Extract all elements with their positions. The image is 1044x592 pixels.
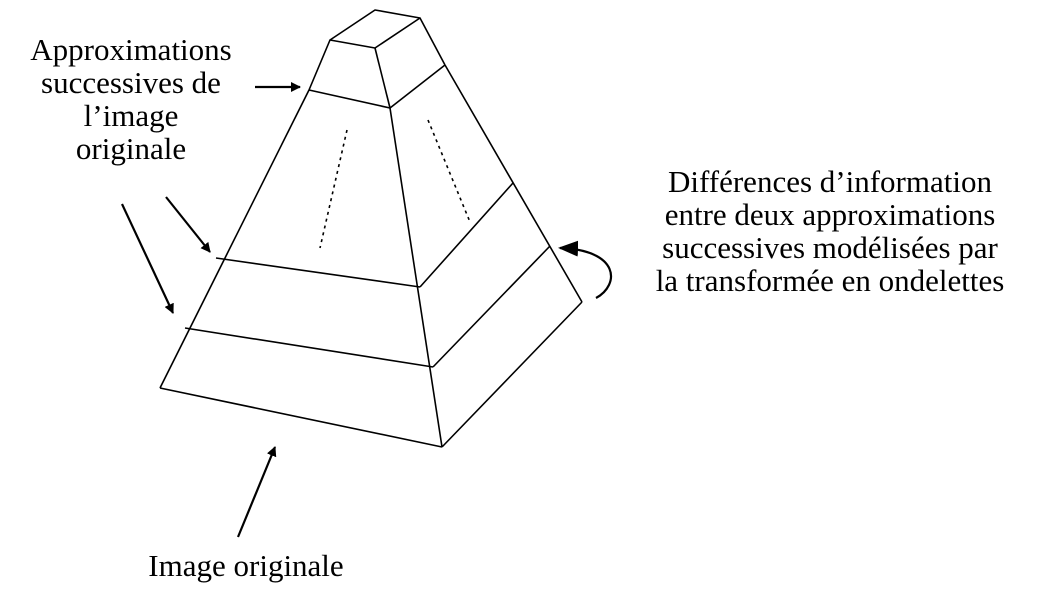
approximations-label: Approximations successives de l’image or…: [0, 33, 262, 165]
differences-line-2: entre deux approximations: [664, 197, 996, 232]
differences-line-1: Différences d’information: [668, 164, 992, 199]
level-line-mid-right: [420, 183, 513, 287]
curved-arrow-to-right-side: [558, 240, 611, 298]
pyramid-left-edge: [160, 90, 309, 388]
original-image-label: Image originale: [148, 548, 344, 583]
level-line-top-left: [309, 90, 390, 108]
approximations-line-1: Approximations: [30, 32, 232, 67]
pyramid-top-cap-front-edge: [375, 48, 390, 108]
arrow-to-base: [238, 446, 277, 537]
differences-label: Différences d’information entre deux app…: [616, 165, 1044, 297]
level-line-low-right: [433, 246, 550, 367]
dotted-continuation-right: [428, 120, 470, 222]
pyramid-base-right: [442, 302, 582, 447]
pyramid-top-face: [330, 10, 420, 48]
level-line-mid-left: [216, 258, 420, 287]
pyramid-top-cap-left-edge: [309, 40, 330, 90]
approximations-line-3: l’image: [83, 98, 179, 133]
differences-line-4: la transformée en ondelettes: [655, 263, 1005, 298]
pyramid-base-left: [160, 388, 442, 447]
pyramid-top-cap-right-edge: [420, 18, 445, 65]
differences-line-3: successives modélisées par: [662, 230, 998, 265]
pyramid-front-edge: [390, 108, 442, 447]
arrow-to-middle-level: [166, 197, 210, 253]
level-line-top-right: [390, 65, 445, 108]
level-line-low-left: [185, 328, 433, 367]
approximations-line-4: originale: [75, 131, 187, 166]
arrow-to-lower-level: [122, 204, 173, 314]
approximations-line-2: successives de: [41, 65, 221, 100]
dotted-continuation-left: [320, 130, 347, 248]
